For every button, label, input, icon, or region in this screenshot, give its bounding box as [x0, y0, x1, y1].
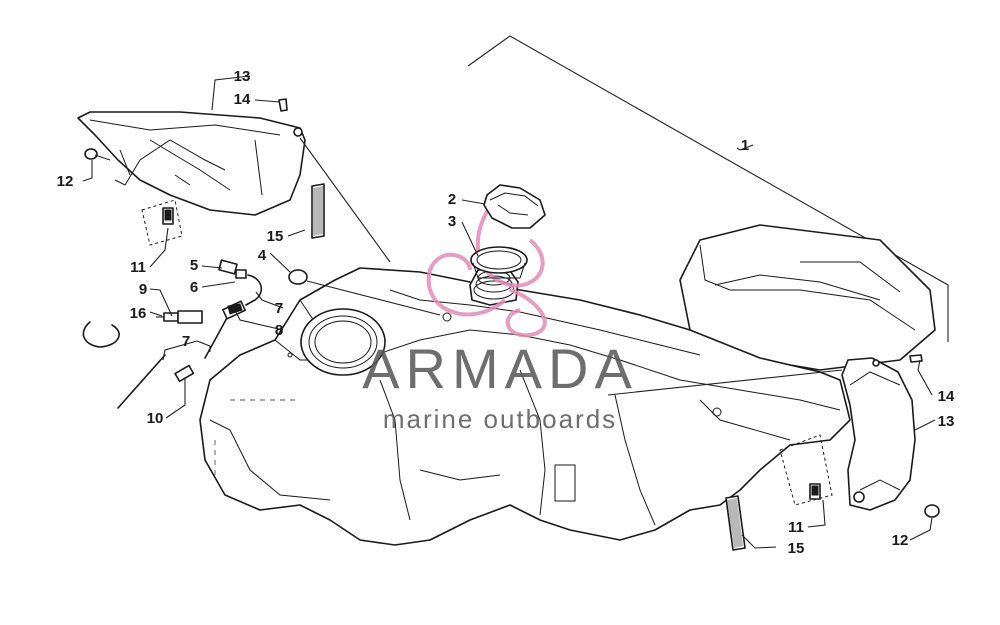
- callout-15-left: 15: [267, 228, 284, 245]
- callout-13-right: 13: [938, 413, 955, 430]
- hose-fitting: [156, 310, 203, 324]
- check-valve: [222, 300, 246, 320]
- callout-4: 4: [258, 247, 267, 264]
- callout-14-left: 14: [234, 91, 251, 108]
- bracket-right: [779, 434, 833, 506]
- watermark-tagline: marine outboards: [383, 404, 617, 434]
- vent-hose: [117, 274, 263, 409]
- callout-1: 1: [741, 137, 749, 154]
- side-panel-right: [841, 357, 916, 511]
- callout-13-left: 13: [234, 68, 251, 85]
- callout-5: 5: [190, 257, 198, 274]
- callout-3: 3: [448, 213, 456, 230]
- callout-11-right: 11: [788, 519, 804, 536]
- callout-15-right: 15: [788, 540, 805, 557]
- callout-12-left: 12: [57, 173, 74, 190]
- cap-gasket: [470, 246, 528, 279]
- callout-16: 16: [130, 305, 147, 322]
- callout-10: 10: [147, 410, 164, 427]
- grommet: [288, 269, 441, 316]
- callout-7-upper: 7: [275, 300, 283, 317]
- leader-lines: [82, 75, 936, 549]
- callout-12-right: 12: [892, 532, 909, 549]
- watermark-brand: ARMADA: [362, 337, 638, 400]
- fuel-cap: [483, 184, 546, 229]
- armada-logo-mark: [426, 198, 547, 338]
- push-rivet-right: [924, 504, 940, 518]
- callout-14-right: 14: [938, 388, 955, 405]
- callout-8: 8: [275, 322, 283, 339]
- hose-clamp: [82, 321, 120, 348]
- callout-11-left: 11: [130, 259, 146, 276]
- watermark: ARMADA marine outboards: [362, 337, 638, 434]
- fitting: [218, 259, 247, 279]
- callout-labels: 1 2 3 4 5 6 7 7 8 9 10 11 11 12 12 13 13…: [57, 68, 955, 557]
- push-rivet-left: [84, 148, 111, 161]
- bracket-left: [141, 199, 183, 246]
- screw-left: [278, 98, 288, 112]
- callout-6: 6: [190, 279, 198, 296]
- assembly-bracket-1: [467, 35, 949, 342]
- side-panel-left: [77, 111, 306, 216]
- callout-9: 9: [139, 281, 147, 298]
- fuel-pump-opening: [300, 308, 386, 376]
- callout-7-lower: 7: [182, 333, 190, 350]
- screw-right: [909, 354, 923, 363]
- reflector-left: [311, 183, 325, 239]
- reflector-right: [725, 495, 746, 551]
- rollover-valve: [174, 364, 195, 383]
- callout-2: 2: [448, 191, 456, 208]
